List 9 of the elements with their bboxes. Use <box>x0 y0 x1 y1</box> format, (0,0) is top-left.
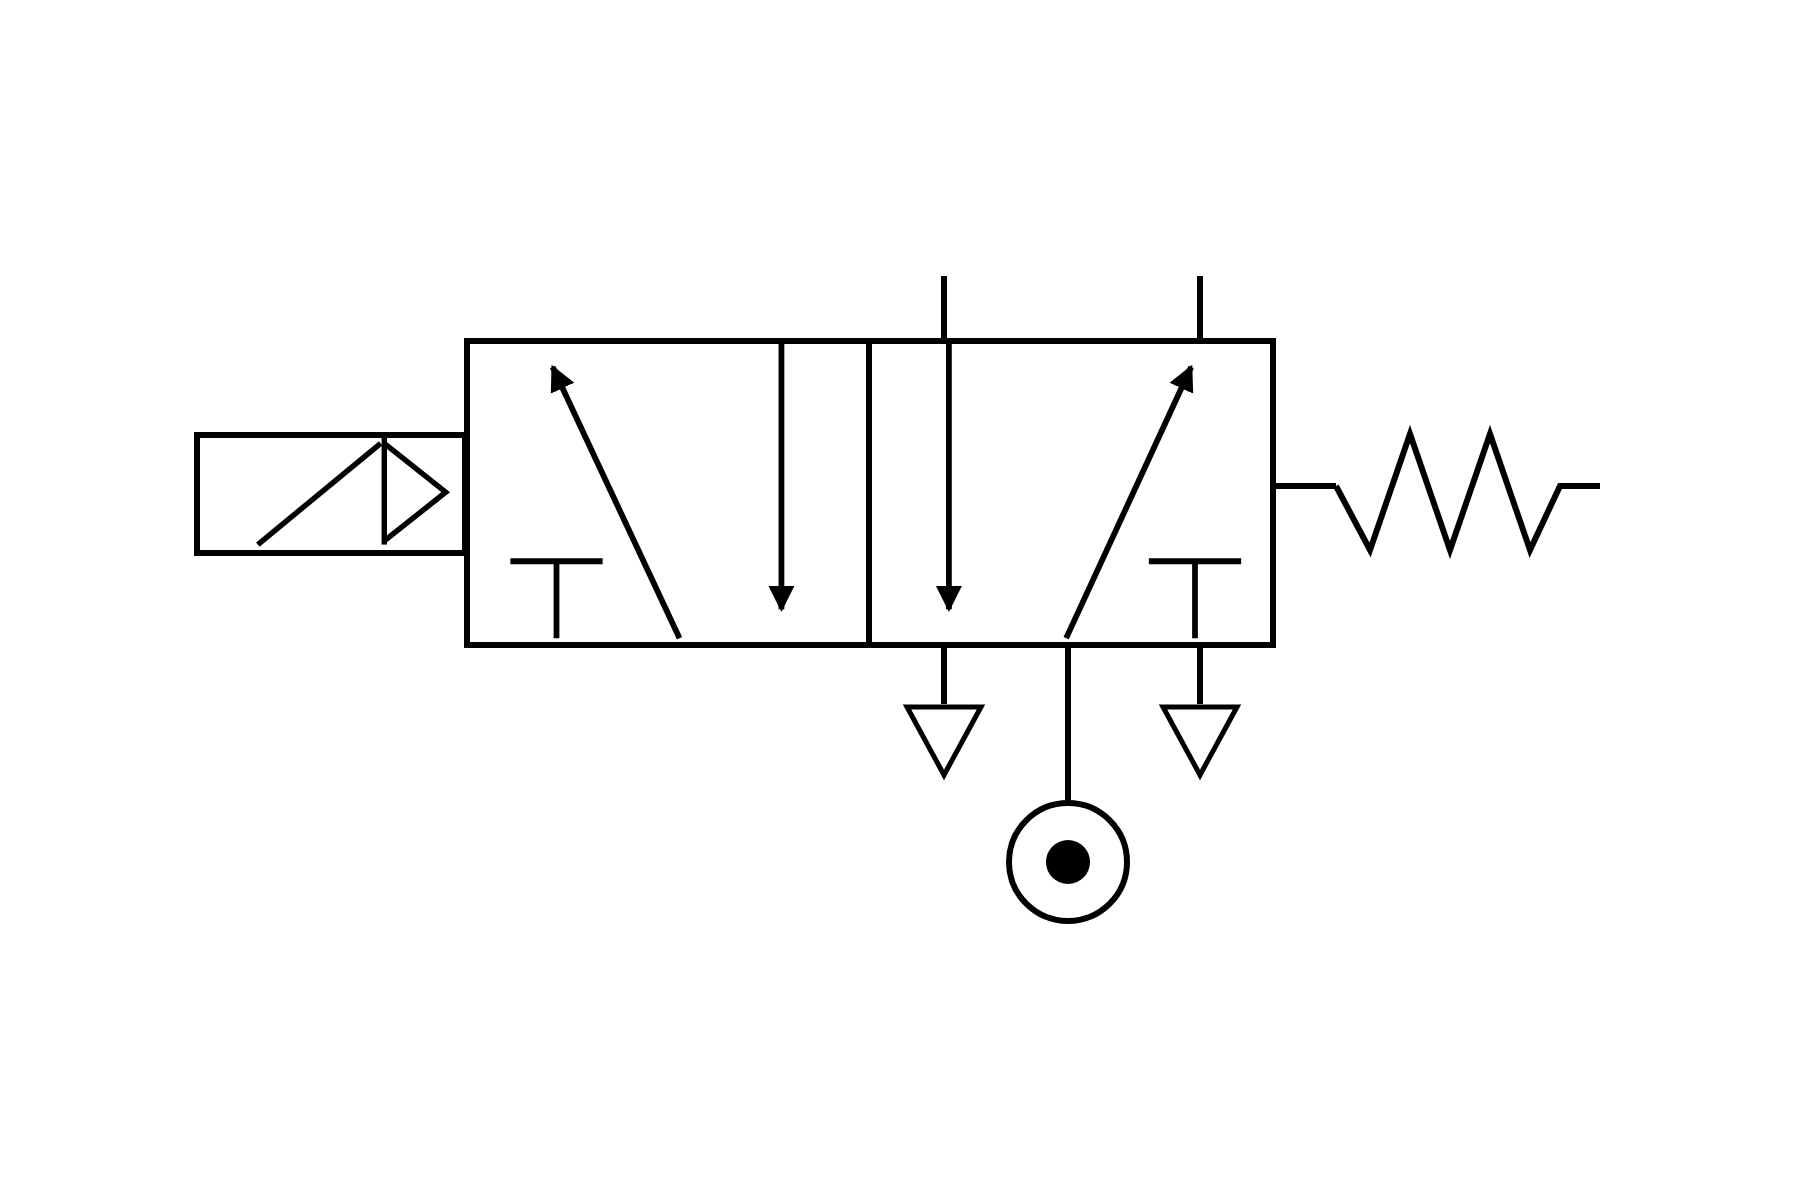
connection-line <box>1276 483 1336 489</box>
solenoid-box <box>194 432 468 556</box>
valve-square <box>464 338 872 648</box>
port-line <box>941 276 947 340</box>
connection-line <box>941 648 947 704</box>
port-line <box>1197 276 1203 340</box>
connection-line <box>1197 648 1203 704</box>
valve-square <box>866 338 1276 648</box>
connection-line <box>1065 648 1071 800</box>
